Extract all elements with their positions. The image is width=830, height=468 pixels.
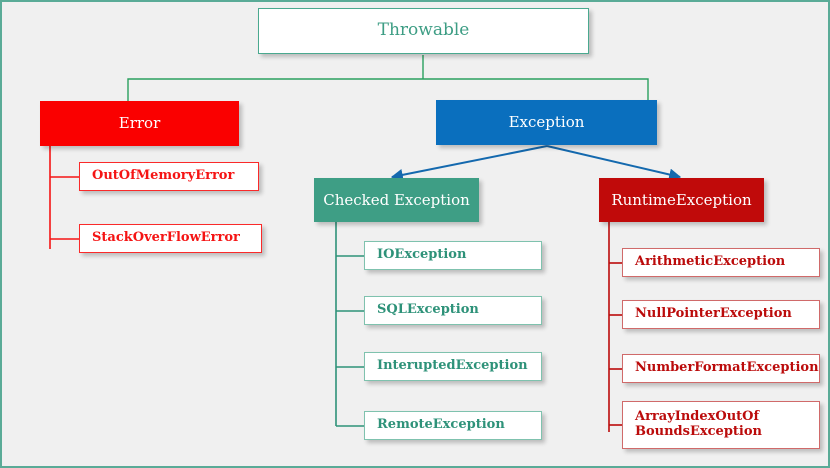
node-error-label: Error [118, 114, 161, 133]
edge-throwable-to-error [127, 78, 423, 101]
node-io-exception[interactable]: IOException [364, 241, 542, 270]
node-io-exception-label: IOException [377, 247, 467, 263]
node-stack-overflow-error-label: StackOverFlowError [92, 230, 240, 246]
node-arithmetic-exception[interactable]: ArithmeticException [622, 248, 820, 277]
node-remote-exception-label: RemoteException [377, 417, 505, 433]
node-interupted-exception[interactable]: InteruptedException [364, 352, 542, 381]
node-exception[interactable]: Exception [436, 100, 657, 145]
node-interupted-exception-label: InteruptedException [377, 358, 528, 374]
node-remote-exception[interactable]: RemoteException [364, 411, 542, 440]
node-stack-overflow-error[interactable]: StackOverFlowError [79, 224, 262, 253]
node-sql-exception[interactable]: SQLException [364, 296, 542, 325]
node-arithmetic-exception-label: ArithmeticException [635, 254, 786, 270]
node-number-format-exception-label: NumberFormatException [635, 360, 819, 376]
node-out-of-memory-error[interactable]: OutOfMemoryError [79, 162, 259, 191]
node-number-format-exception[interactable]: NumberFormatException [622, 354, 820, 383]
edge-exception-to-checked [390, 145, 548, 181]
node-runtime-exception[interactable]: RuntimeException [599, 178, 764, 222]
node-checked-exception-label: Checked Exception [323, 190, 470, 209]
node-out-of-memory-error-label: OutOfMemoryError [92, 168, 235, 184]
node-null-pointer-exception-label: NullPointerException [635, 306, 792, 322]
node-sql-exception-label: SQLException [377, 302, 479, 318]
node-throwable[interactable]: Throwable [258, 8, 589, 54]
node-throwable-label: Throwable [377, 20, 470, 41]
edge-exception-to-runtime [546, 145, 682, 181]
node-exception-label: Exception [508, 113, 585, 132]
node-error[interactable]: Error [40, 101, 239, 146]
node-runtime-exception-label: RuntimeException [611, 190, 752, 209]
edge-throwable-to-exception [423, 78, 649, 101]
node-checked-exception[interactable]: Checked Exception [314, 178, 479, 222]
node-null-pointer-exception[interactable]: NullPointerException [622, 300, 820, 329]
